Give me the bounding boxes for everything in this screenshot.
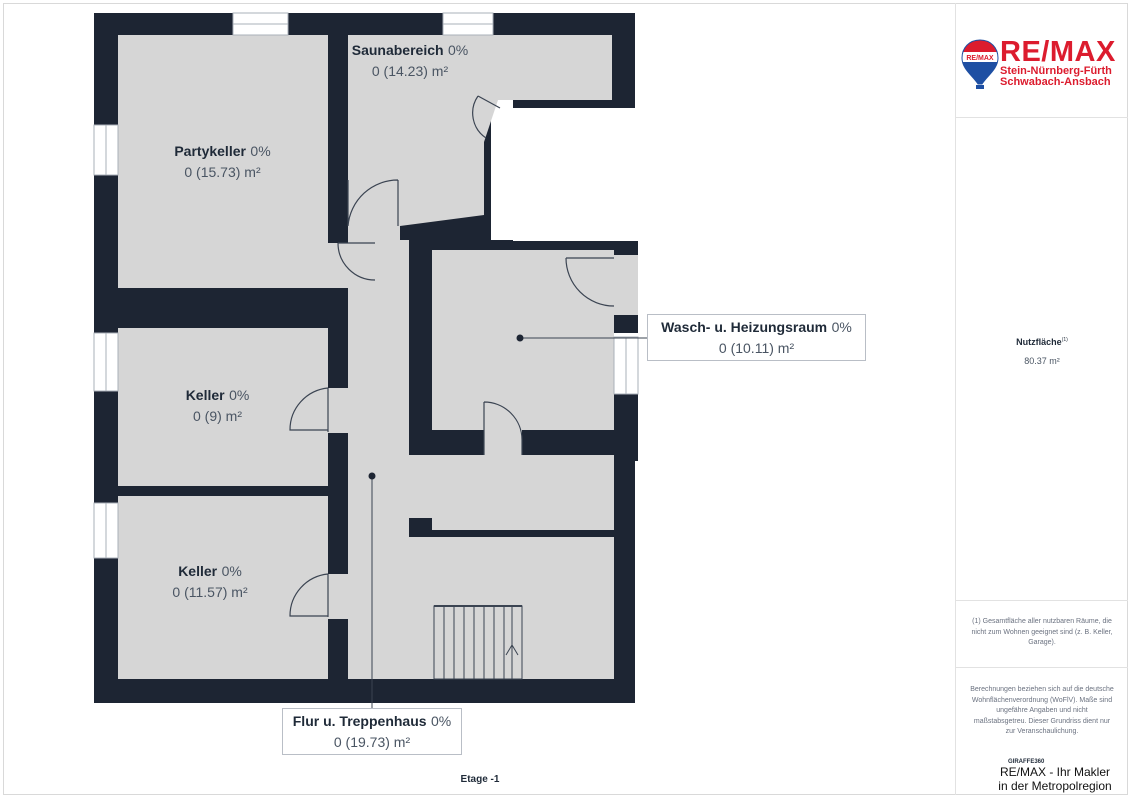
nutzflaeche-title-text: Nutzfläche [1016, 337, 1062, 347]
door-swing [289, 387, 329, 432]
door-gap [328, 574, 348, 619]
room-area: 0 (11.57) m² [172, 584, 248, 600]
room-area: 0 (14.23) m² [371, 63, 449, 79]
nutzflaeche-footnote-marker: (1) [1061, 337, 1068, 343]
watermark-line-1: RE/MAX - Ihr Makler [999, 765, 1110, 779]
divider [956, 667, 1128, 668]
stair-arrow [505, 640, 519, 679]
logo-wordmark: RE/MAX [1000, 36, 1116, 68]
room-name: Keller [185, 387, 225, 403]
callout-area: 0 (10.11) m² [718, 340, 795, 356]
door-swing [472, 95, 501, 139]
callout-pct: 0% [831, 319, 852, 335]
balloon-badge: RE/MAX [966, 55, 994, 62]
staircase [433, 605, 523, 680]
nutzflaeche-title: Nutzfläche(1) [956, 337, 1128, 347]
room-label-partykeller: Partykeller 0% 0 (15.73) m² [150, 141, 295, 182]
watermark: RE/MAX - Ihr Makler in der Metropolregio… [980, 765, 1130, 793]
room-area: 0 (9) m² [193, 408, 242, 424]
page-frame [3, 3, 1128, 795]
door-swing [347, 179, 399, 227]
callout-leaders [371, 337, 647, 708]
room-partykeller [118, 35, 328, 288]
callout-dot [368, 472, 376, 480]
door-swing [289, 573, 329, 617]
room-keller-2 [118, 496, 328, 679]
room-pct: 0% [250, 143, 271, 159]
floor-label: Etage -1 [460, 774, 500, 785]
room-area: 0 (15.73) m² [184, 164, 261, 180]
divider [956, 600, 1128, 601]
room-pct: 0% [229, 387, 250, 403]
door-gap [484, 430, 522, 455]
giraffe360-logo: GIRAFFE360 [1008, 759, 1045, 765]
door-swing [337, 242, 376, 281]
door-gap [348, 226, 400, 240]
callout-dot [516, 334, 524, 342]
callout-flur-treppenhaus: Flur u. Treppenhaus 0% 0 (19.73) m² [282, 708, 462, 755]
corridor-nib [454, 430, 484, 455]
nutzflaeche-value: 80.37 m² [1024, 356, 1060, 366]
divider [956, 117, 1128, 118]
room-saunabereich [348, 35, 612, 226]
callout-area: 0 (19.73) m² [333, 734, 411, 750]
sidebar: RE/MAX RE/MAX Stein-Nürnberg-Fürth Schwa… [955, 3, 1128, 795]
door-gap [328, 388, 348, 433]
window-lines [105, 23, 627, 558]
disclaimer-text: Berechnungen beziehen sich auf die deuts… [970, 686, 1114, 735]
corridor-notch [409, 518, 432, 537]
room-label-saunabereich: Saunabereich 0% 0 (14.23) m² [340, 40, 480, 81]
room-wasch-alcove [614, 255, 638, 315]
callout-name: Flur u. Treppenhaus [292, 713, 427, 729]
room-label-keller-2: Keller 0% 0 (11.57) m² [150, 561, 270, 602]
room-wasch-heizung [432, 250, 614, 430]
watermark-line-2: in der Metropolregion [998, 779, 1112, 793]
exterior-cutout [513, 108, 638, 241]
callout-pct: 0% [431, 713, 452, 729]
callout-wasch-heizungsraum: Wasch- u. Heizungsraum 0% 0 (10.11) m² [647, 314, 866, 361]
door-swing [565, 257, 615, 307]
room-name: Partykeller [174, 143, 246, 159]
remax-logo: RE/MAX RE/MAX Stein-Nürnberg-Fürth Schwa… [960, 36, 1126, 92]
door-openings [328, 226, 614, 619]
room-pct: 0% [448, 42, 469, 58]
room-flur [348, 226, 614, 679]
floor-plan [93, 12, 647, 708]
room-pct: 0% [221, 563, 242, 579]
callout-name: Wasch- u. Heizungsraum [661, 319, 828, 335]
door-swing [483, 401, 523, 455]
exterior-cutout [491, 100, 513, 240]
logo-line-2: Schwabach-Ansbach [1000, 76, 1111, 88]
logo-line-1: Stein-Nürnberg-Fürth [1000, 65, 1112, 77]
door-gap [328, 243, 348, 288]
footnote-text: (1) Gesamtfläche aller nutzbaren Räume, … [971, 618, 1113, 646]
room-keller-1 [118, 328, 328, 486]
door-swings [289, 95, 615, 617]
balloon-icon: RE/MAX [961, 39, 999, 89]
room-label-keller-1: Keller 0% 0 (9) m² [160, 385, 275, 426]
room-name: Saunabereich [351, 42, 444, 58]
door-gap [566, 250, 614, 258]
room-name: Keller [178, 563, 218, 579]
